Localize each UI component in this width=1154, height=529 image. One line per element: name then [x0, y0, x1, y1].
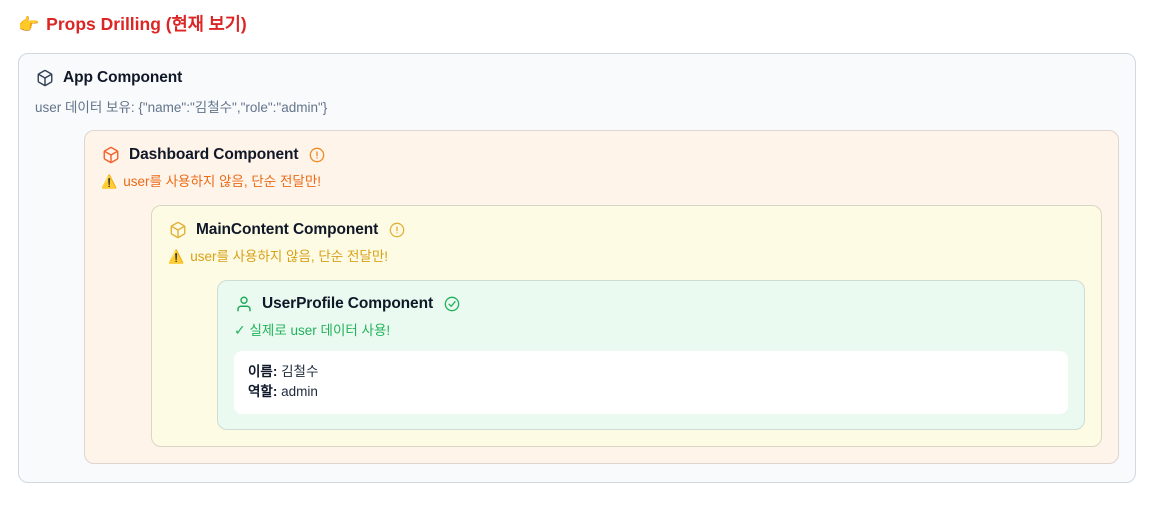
warning-triangle-icon: ⚠️ — [168, 249, 185, 264]
userprofile-component-header: UserProfile Component — [234, 294, 1068, 314]
app-component-title: App Component — [63, 69, 183, 86]
dashboard-note-text: user를 사용하지 않음, 단순 전달만! — [123, 174, 321, 189]
alert-circle-icon — [308, 147, 325, 164]
app-component-note: user 데이터 보유: {"name":"김철수","role":"admin… — [35, 100, 328, 115]
user-name-row: 이름: 김철수 — [248, 362, 1054, 382]
dashboard-component-title: Dashboard Component — [129, 146, 299, 163]
package-icon — [35, 69, 54, 88]
user-role-row: 역할: admin — [248, 382, 1054, 402]
userprofile-component-box: UserProfile Component ✓ 실제로 user 데이터 사용! — [217, 280, 1085, 430]
userprofile-component-note: ✓ 실제로 user 데이터 사용! — [234, 321, 1068, 340]
user-role-value: admin — [281, 384, 318, 399]
package-icon — [101, 146, 120, 165]
userprofile-component-title: UserProfile Component — [262, 295, 434, 312]
app-component-header: App Component — [35, 68, 1119, 88]
maincontent-component-header: MainContent Component — [168, 220, 1085, 240]
userprofile-note-text: 실제로 user 데이터 사용! — [249, 323, 391, 338]
page-title-text: Props Drilling (현재 보기) — [46, 14, 247, 34]
maincontent-component-box: MainContent Component ⚠️ user를 사용하지 않음, … — [151, 205, 1102, 447]
user-name-value: 김철수 — [281, 364, 319, 379]
pointing-right-icon: 👉 — [18, 14, 40, 34]
user-data-card: 이름: 김철수 역할: admin — [234, 351, 1068, 414]
user-icon — [234, 295, 253, 314]
dashboard-component-note: ⚠️ user를 사용하지 않음, 단순 전달만! — [101, 172, 1102, 191]
dashboard-component-header: Dashboard Component — [101, 145, 1102, 165]
alert-circle-icon — [388, 222, 405, 239]
app-component-box: App Component user 데이터 보유: {"name":"김철수"… — [18, 53, 1136, 483]
check-mark-icon: ✓ — [234, 322, 246, 338]
page-title: 👉 Props Drilling (현재 보기) — [18, 12, 1136, 36]
warning-triangle-icon: ⚠️ — [101, 174, 118, 189]
user-name-label: 이름: — [248, 364, 278, 379]
user-role-label: 역할: — [248, 384, 278, 399]
package-icon — [168, 221, 187, 240]
maincontent-note-text: user를 사용하지 않음, 단순 전달만! — [190, 249, 388, 264]
maincontent-component-title: MainContent Component — [196, 221, 379, 238]
dashboard-component-box: Dashboard Component ⚠️ user를 사용하지 않음, 단순… — [84, 130, 1119, 464]
check-circle-icon — [443, 296, 460, 313]
maincontent-component-note: ⚠️ user를 사용하지 않음, 단순 전달만! — [168, 247, 1085, 266]
